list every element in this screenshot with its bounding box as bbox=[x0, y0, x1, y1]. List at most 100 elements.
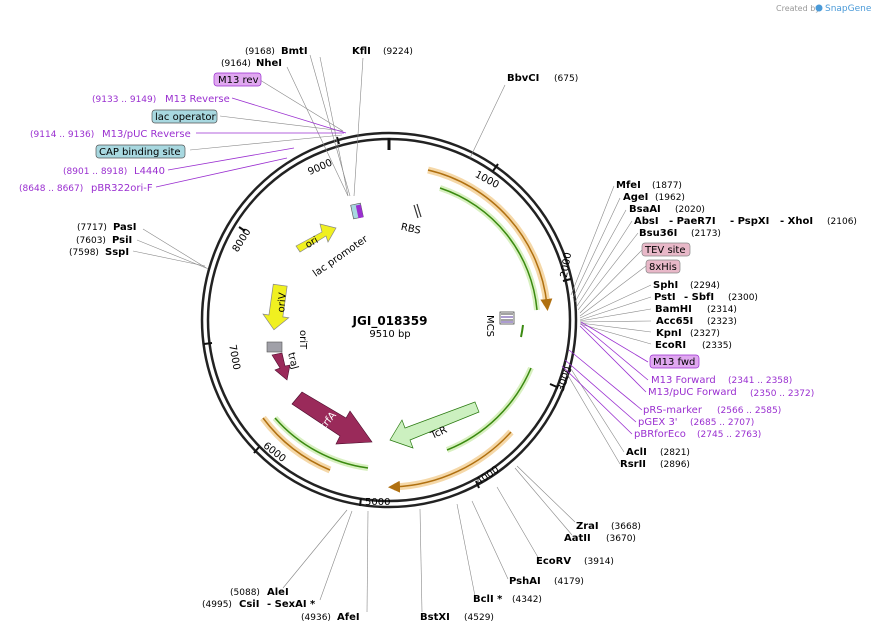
enzyme-xhoi[interactable]: - XhoI bbox=[780, 216, 813, 227]
primer-pbr322ori-f[interactable]: pBR322ori-F bbox=[91, 183, 153, 194]
mcs-feature bbox=[499, 311, 515, 325]
enzyme-rsrii-pos: (2896) bbox=[660, 460, 690, 470]
enzyme-bamhi[interactable]: BamHI bbox=[655, 304, 692, 315]
oriV-label: oriV bbox=[276, 292, 289, 313]
enzyme-bsu36i-pos: (2173) bbox=[691, 229, 721, 239]
primer-lines-left bbox=[155, 97, 347, 188]
enzyme-mfei[interactable]: MfeI bbox=[616, 180, 641, 191]
primer-pbrforeco[interactable]: pBRforEco bbox=[634, 429, 686, 440]
tag-m13-fwd[interactable]: M13 fwd bbox=[649, 354, 700, 369]
mcs-label: MCS bbox=[484, 315, 495, 337]
rbs-mark-2 bbox=[416, 203, 422, 218]
primer-l4440[interactable]: L4440 bbox=[134, 166, 165, 177]
svg-text:CAP binding site: CAP binding site bbox=[99, 147, 181, 158]
connector-lines-bottom bbox=[282, 465, 576, 613]
enzyme-csii[interactable]: CsiI bbox=[239, 599, 259, 610]
svg-text:8xHis: 8xHis bbox=[649, 262, 677, 273]
primer-m13-puc-forward-pos: (2350 .. 2372) bbox=[750, 389, 814, 399]
enzyme-sphi[interactable]: SphI bbox=[653, 280, 678, 291]
enzyme-kpni-pos: (2327) bbox=[690, 329, 720, 339]
tick-label-8000: 8000 bbox=[231, 227, 254, 254]
oriV-feature[interactable] bbox=[261, 283, 293, 331]
enzyme-kfli[interactable]: KflI bbox=[352, 46, 371, 57]
enzyme-mfei-pos: (1877) bbox=[652, 181, 682, 191]
tick-marks bbox=[203, 136, 572, 507]
primer-l4440-pos: (8901 .. 8918) bbox=[63, 167, 127, 177]
svg-text:TEV site: TEV site bbox=[644, 245, 686, 256]
enzyme-acli[interactable]: AclI bbox=[626, 447, 647, 458]
enzyme-bcli[interactable]: BclI * bbox=[473, 594, 503, 605]
connector-lines-top-left bbox=[132, 54, 506, 270]
enzyme-aatii-pos: (3670) bbox=[606, 534, 636, 544]
enzyme-afei-pos: (4936) bbox=[301, 613, 331, 623]
enzyme-acc65i-pos: (2323) bbox=[707, 317, 737, 327]
traJ-label: traJ bbox=[285, 351, 300, 370]
enzyme-agei-pos: (1962) bbox=[655, 193, 685, 203]
enzyme-psii-pos: (7603) bbox=[76, 236, 106, 246]
enzyme-pasi[interactable]: PasI bbox=[113, 222, 136, 233]
enzyme-psti-pos: (2300) bbox=[728, 293, 758, 303]
enzyme-bsu36i[interactable]: Bsu36I bbox=[639, 228, 677, 239]
oriT-label: oriT bbox=[297, 330, 308, 350]
enzyme-alei[interactable]: AleI bbox=[267, 587, 289, 598]
enzyme-nhei[interactable]: NheI bbox=[256, 58, 282, 69]
green-arc-3 bbox=[274, 417, 369, 469]
tag-8xhis[interactable]: 8xHis bbox=[645, 259, 681, 274]
enzyme-kfli-pos: (9224) bbox=[383, 47, 413, 57]
ori-feature[interactable] bbox=[295, 223, 337, 253]
enzyme-psti[interactable]: PstI bbox=[654, 292, 676, 303]
enzyme-pshai[interactable]: PshAI bbox=[509, 576, 541, 587]
enzyme-bbvci[interactable]: BbvCI bbox=[507, 73, 539, 84]
enzyme-agei[interactable]: AgeI bbox=[623, 192, 648, 203]
enzyme-nhei-pos: (9164) bbox=[221, 59, 251, 69]
rbs-label: RBS bbox=[400, 222, 422, 237]
enzyme-kpni[interactable]: KpnI bbox=[656, 328, 682, 339]
enzyme-ecorv[interactable]: EcoRV bbox=[536, 556, 571, 567]
enzyme-bsaai[interactable]: BsaAI bbox=[629, 204, 661, 215]
svg-text:M13 fwd: M13 fwd bbox=[653, 357, 695, 368]
traJ-feature[interactable] bbox=[271, 352, 291, 381]
enzyme-zrai[interactable]: ZraI bbox=[576, 521, 599, 532]
enzyme-acli-pos: (2821) bbox=[660, 448, 690, 458]
enzyme-sbfi[interactable]: - SbfI bbox=[684, 292, 714, 303]
enzyme-bstxi[interactable]: BstXI bbox=[420, 612, 450, 623]
primer-m13-puc-forward[interactable]: M13/pUC Forward bbox=[648, 387, 737, 398]
primer-prs-marker-pos: (2566 .. 2585) bbox=[717, 406, 781, 416]
enzyme-acc65i[interactable]: Acc65I bbox=[656, 316, 693, 327]
enzyme-bmti-pos: (9168) bbox=[245, 47, 275, 57]
tick-label-5000: 5000 bbox=[365, 497, 390, 508]
tcr-feature[interactable] bbox=[389, 401, 480, 449]
tick-label-7000: 7000 bbox=[226, 344, 241, 371]
enzyme-paer7i[interactable]: - PaeR7I bbox=[669, 216, 716, 227]
enzyme-sspi[interactable]: SspI bbox=[105, 247, 129, 258]
primer-m13-reverse[interactable]: M13 Reverse bbox=[165, 94, 230, 105]
primer-m13-forward[interactable]: M13 Forward bbox=[651, 375, 716, 386]
enzyme-bstxi-pos: (4529) bbox=[464, 613, 494, 623]
tag-lac-operator[interactable]: lac operator bbox=[151, 109, 218, 124]
enzyme-bbvci-pos: (675) bbox=[554, 74, 578, 84]
enzyme-bmti[interactable]: BmtI bbox=[281, 46, 308, 57]
primer-pgex3[interactable]: pGEX 3' bbox=[638, 417, 678, 428]
enzyme-bcli-pos: (4342) bbox=[512, 595, 542, 605]
enzyme-sexai[interactable]: - SexAI * bbox=[267, 599, 316, 610]
primer-prs-marker[interactable]: pRS-marker bbox=[643, 405, 703, 416]
tag-cap-binding-site[interactable]: CAP binding site bbox=[95, 144, 186, 159]
enzyme-psii[interactable]: PsiI bbox=[112, 235, 132, 246]
enzyme-ecori-pos: (2335) bbox=[702, 341, 732, 351]
enzyme-afei[interactable]: AfeI bbox=[337, 612, 360, 623]
enzyme-ecorv-pos: (3914) bbox=[584, 557, 614, 567]
tag-tev-site[interactable]: TEV site bbox=[641, 242, 691, 257]
primer-m13-puc-reverse[interactable]: M13/pUC Reverse bbox=[102, 129, 191, 140]
enzyme-absi[interactable]: AbsI bbox=[634, 216, 659, 227]
enzyme-aatii[interactable]: AatII bbox=[564, 533, 591, 544]
green-arc-short bbox=[520, 324, 524, 338]
enzyme-rsrii[interactable]: RsrII bbox=[620, 459, 646, 470]
orange-arc-3 bbox=[262, 417, 331, 471]
primer-m13-forward-pos: (2341 .. 2358) bbox=[728, 376, 792, 386]
trfA-feature[interactable] bbox=[291, 391, 373, 445]
tag-m13-rev[interactable]: M13 rev bbox=[213, 72, 262, 87]
snapgene-logo-icon bbox=[815, 4, 823, 12]
enzyme-pspxi[interactable]: - PspXI bbox=[730, 216, 769, 227]
svg-text:lac operator: lac operator bbox=[155, 112, 216, 123]
enzyme-ecori[interactable]: EcoRI bbox=[655, 340, 686, 351]
